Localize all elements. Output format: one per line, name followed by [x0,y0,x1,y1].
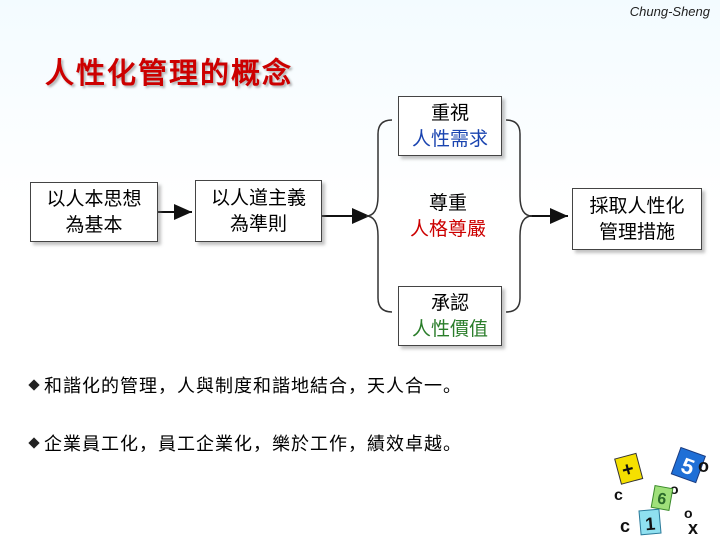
aspect-top-line1: 重視 [430,102,469,124]
svg-text:c: c [620,516,630,536]
aspect-recognize-worth-box: 承認 人性價值 [398,286,502,346]
step1-line1: 以人本思想 [46,188,142,210]
svg-text:6: 6 [656,490,668,508]
svg-text:o: o [698,456,709,476]
bullet-item-1: 和諧化的管理，人與制度和諧地結合，天人合一。 [28,372,462,398]
svg-text:x: x [688,518,698,538]
svg-text:o: o [670,481,679,497]
step1-line2: 為基本 [65,214,123,236]
right-brace [505,119,533,313]
aspect-bottom-line2: 人性價值 [411,318,488,340]
aspect-mid-line2: 人格尊嚴 [409,218,486,240]
step-humanism-box: 以人本思想 為基本 [30,182,158,242]
bullet-item-2: 企業員工化，員工企業化，樂於工作，績效卓越。 [28,430,462,456]
bullet-text-1: 和諧化的管理，人與制度和諧地結合，天人合一。 [44,376,462,397]
aspect-mid-line1: 尊重 [428,192,467,214]
result-line2: 管理措施 [598,221,675,243]
svg-text:+: + [620,458,637,482]
author-label: Chung-Sheng [629,4,710,19]
slide-title: 人性化管理的概念 [45,56,294,90]
aspect-respect-dignity: 尊重 人格尊嚴 [392,190,504,242]
result-line1: 採取人性化 [589,195,685,217]
bullet-text-2: 企業員工化，員工企業化，樂於工作，績效卓越。 [44,434,462,455]
aspect-top-line2: 人性需求 [411,128,488,150]
aspect-bottom-line1: 承認 [430,292,469,314]
svg-text:c: c [614,487,623,504]
aspect-value-needs-box: 重視 人性需求 [398,96,502,156]
svg-text:o: o [684,505,693,521]
left-brace [365,119,393,313]
step-humanitarian-box: 以人道主義 為準則 [195,180,322,242]
step2-line1: 以人道主義 [210,187,306,209]
result-humanized-measures-box: 採取人性化 管理措施 [572,188,702,250]
svg-text:1: 1 [644,514,656,535]
step2-line2: 為準則 [229,213,287,235]
